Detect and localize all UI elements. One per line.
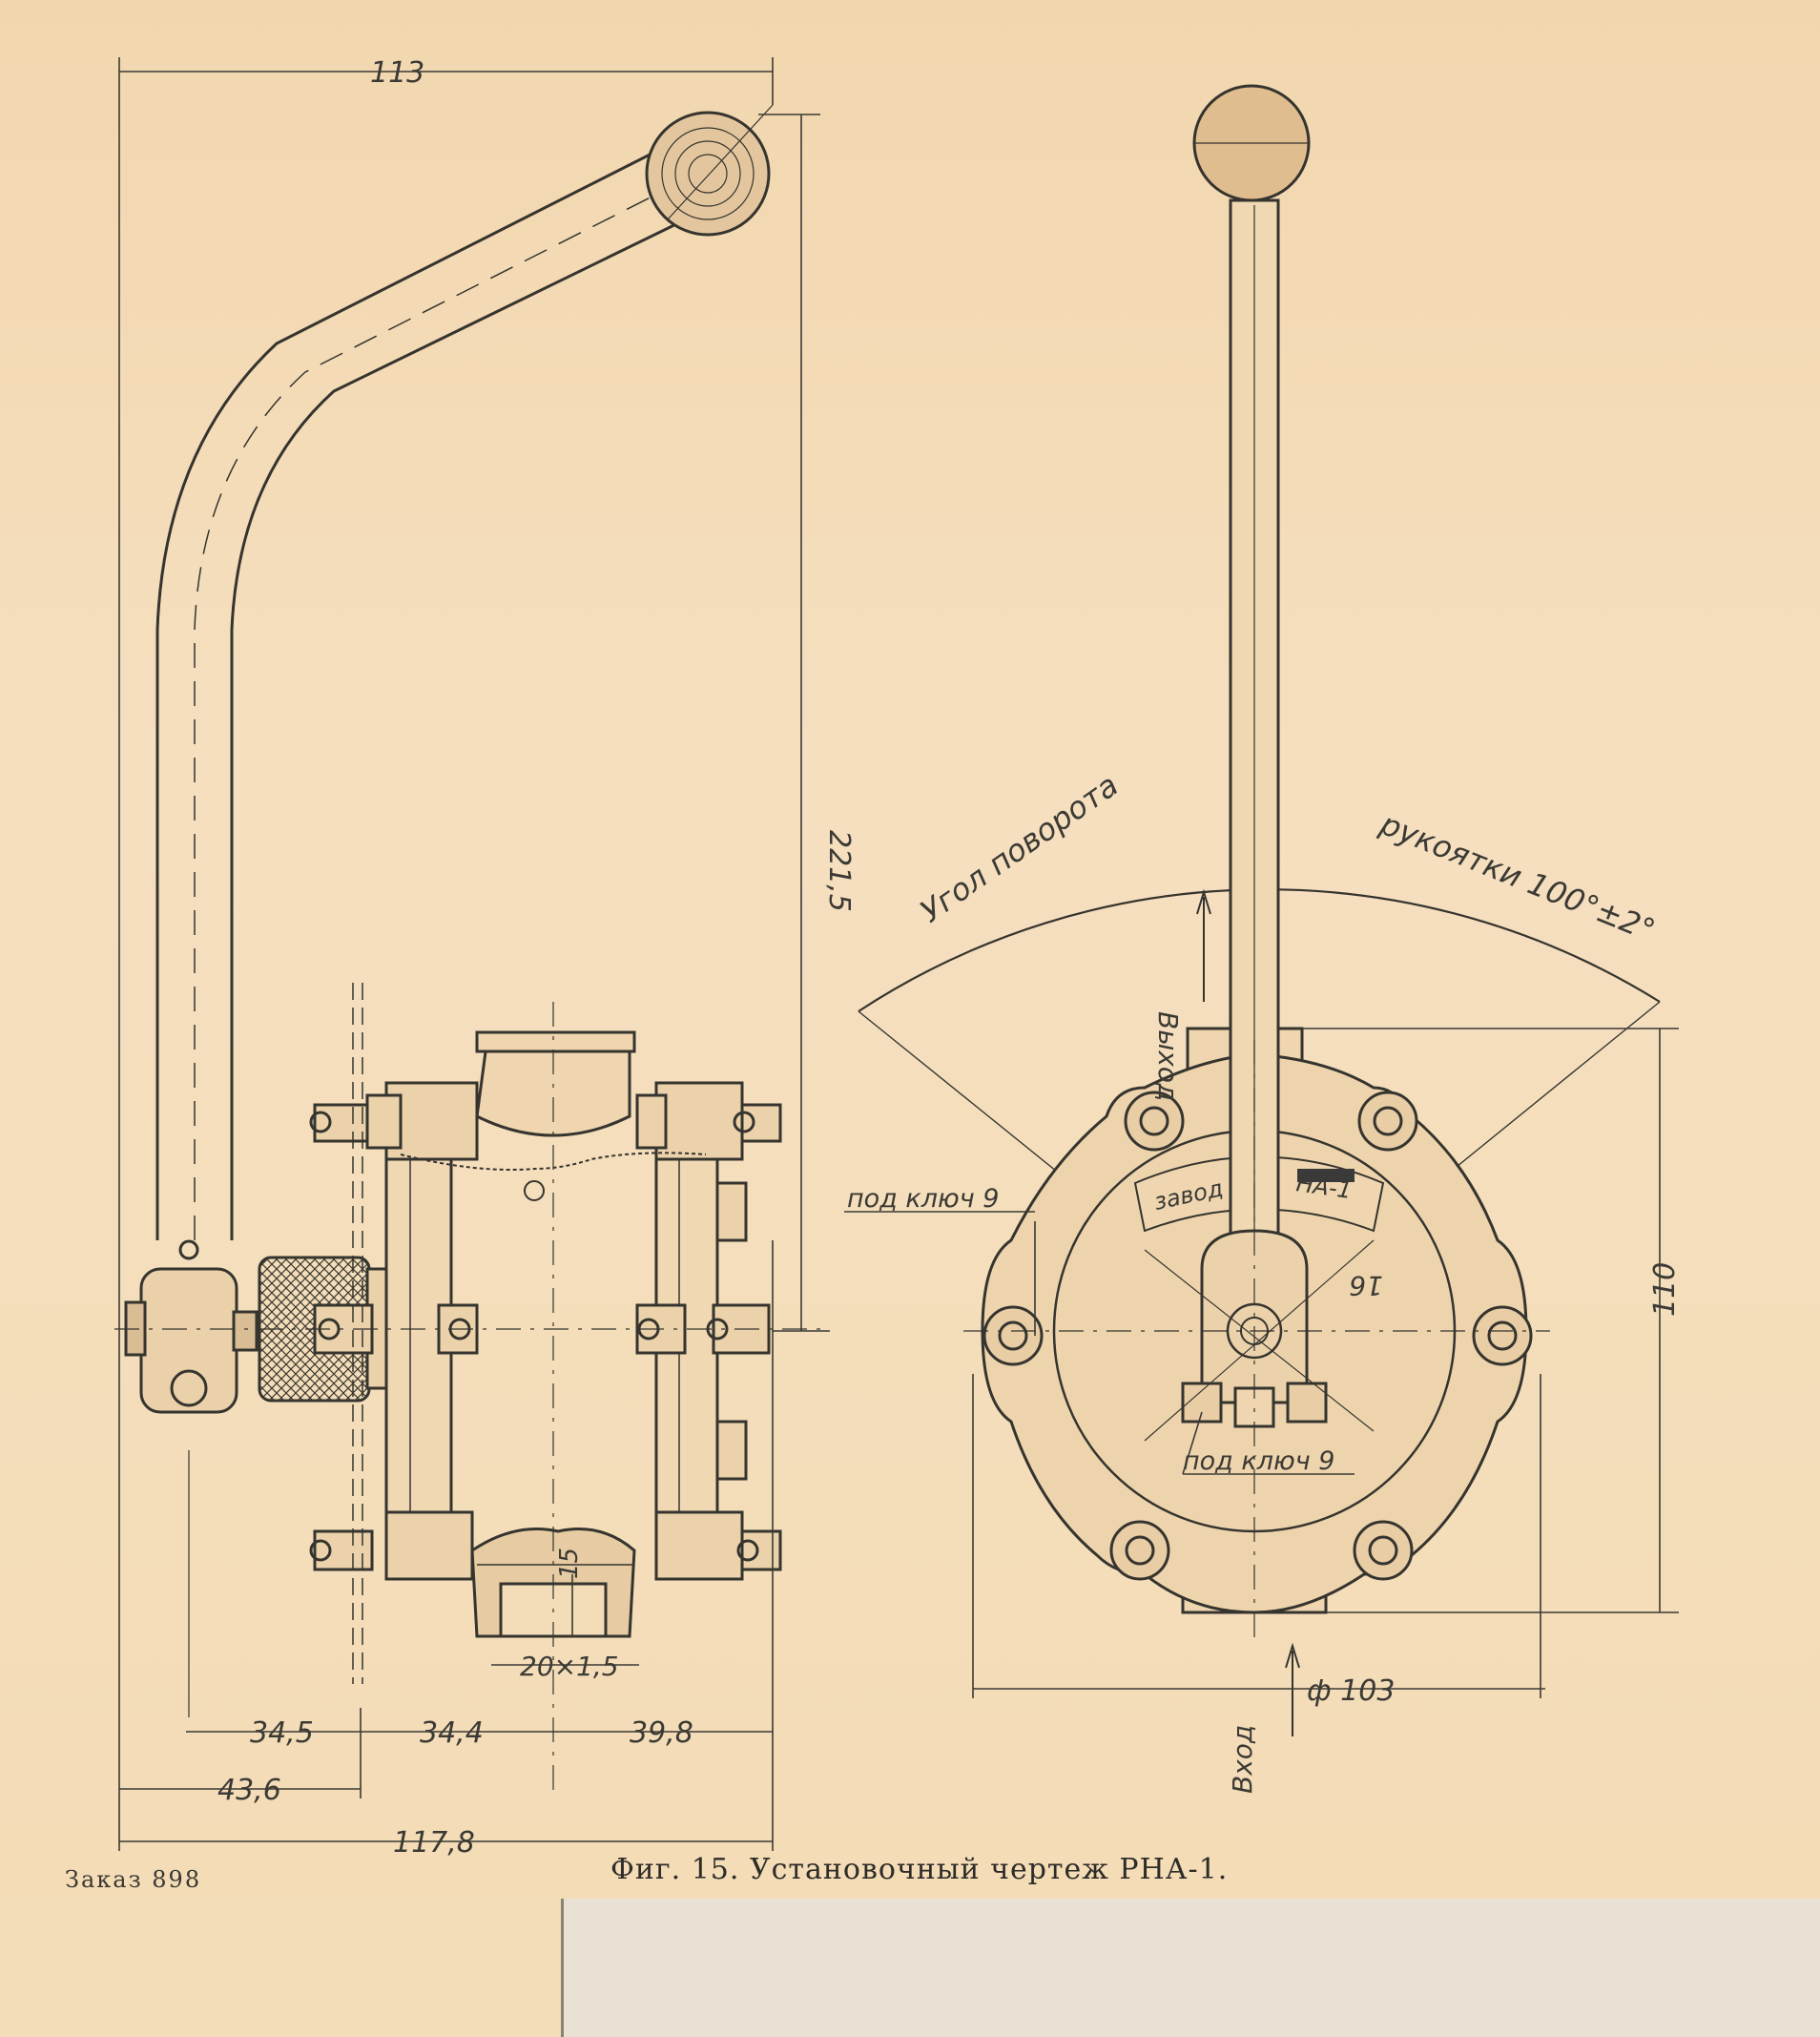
dim-seg-1: 34,5 bbox=[250, 1716, 314, 1750]
side-view-dimension-labels: 113 221,5 20×1,5 15 34,5 34,4 39,8 43,6 … bbox=[217, 56, 856, 1860]
diameter-dim: ф 103 bbox=[1307, 1674, 1395, 1708]
order-note: Заказ 898 bbox=[65, 1866, 202, 1893]
pivot-gear bbox=[1226, 1302, 1283, 1360]
lever-hub bbox=[139, 1267, 238, 1414]
lever-knob bbox=[645, 111, 771, 237]
bottom-strip-paper bbox=[0, 1899, 563, 2037]
height-dim: 110 bbox=[1648, 1262, 1682, 1317]
dim-boss-height: 15 bbox=[555, 1548, 584, 1579]
outlet-label: Выход bbox=[1152, 1011, 1184, 1101]
wrench-label-bottom: под ключ 9 bbox=[1183, 1446, 1334, 1476]
wrench-label-top: под ключ 9 bbox=[847, 1184, 999, 1214]
technical-drawing: 113 221,5 20×1,5 15 34,5 34,4 39,8 43,6 … bbox=[114, 56, 1682, 1860]
flange-bolts bbox=[982, 1091, 1533, 1581]
front-view bbox=[858, 84, 1661, 1736]
dim-seg-2: 34,4 bbox=[420, 1716, 484, 1750]
side-view bbox=[114, 104, 830, 1794]
dim-height: 221,5 bbox=[822, 830, 856, 912]
arc-label-left: Угол поворота bbox=[914, 767, 1125, 930]
dim-offset: 43,6 bbox=[217, 1774, 281, 1807]
front-view-dimensions bbox=[844, 1028, 1679, 1698]
inlet-label: Вход bbox=[1227, 1725, 1258, 1794]
dim-pipe-size: 20×1,5 bbox=[520, 1651, 619, 1682]
arc-label-right: рукоятки 100°±2° bbox=[1375, 805, 1660, 948]
side-view-dimensions bbox=[118, 57, 830, 1851]
dim-overall-width: 117,8 bbox=[393, 1826, 475, 1860]
drawing-sheet bbox=[0, 0, 1820, 1899]
figure-caption: Фиг. 15. Установочный чертеж РНА-1. bbox=[610, 1853, 1229, 1886]
dim-top-width: 113 bbox=[370, 56, 424, 90]
dim-seg-3: 39,8 bbox=[630, 1716, 693, 1750]
page-crease bbox=[561, 1899, 564, 2037]
gear-dim: 16 bbox=[1349, 1270, 1383, 1301]
lever-handle bbox=[155, 141, 673, 1240]
